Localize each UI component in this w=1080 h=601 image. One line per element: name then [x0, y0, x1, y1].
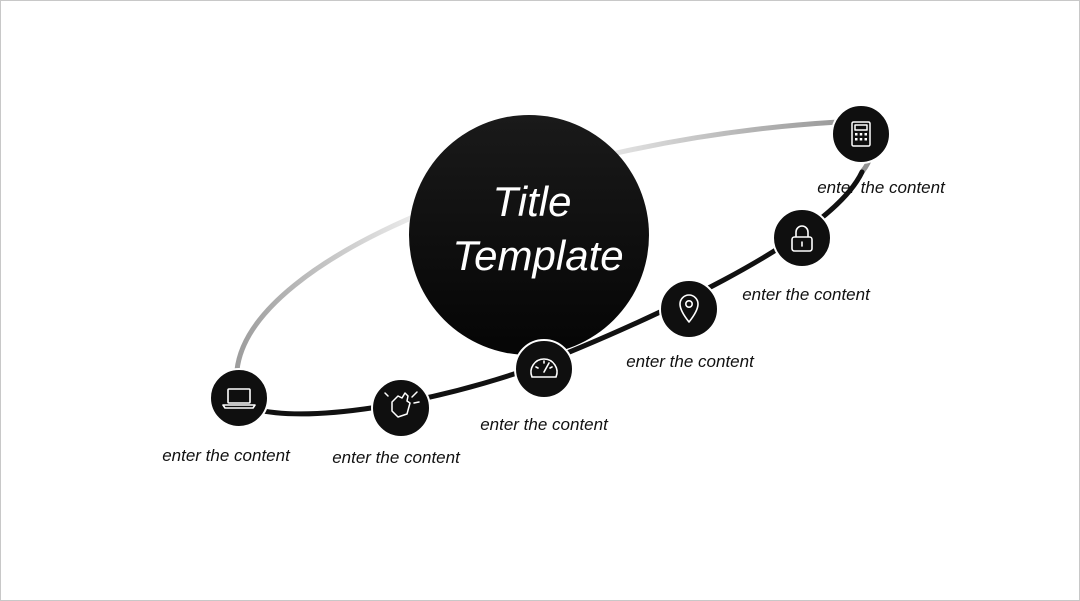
title-circle	[409, 115, 649, 355]
node-label-location: enter the content	[626, 352, 755, 371]
calculator-icon	[851, 121, 871, 147]
node-laptop[interactable]	[209, 368, 269, 428]
lock-icon	[791, 225, 813, 252]
node-label-speedometer: enter the content	[480, 415, 609, 434]
title-line-1: Title	[493, 178, 572, 225]
node-label-calculator: enter the content	[817, 178, 946, 197]
node-label-lock: enter the content	[742, 285, 871, 304]
node-speedometer[interactable]	[514, 339, 574, 399]
node-lock[interactable]	[772, 208, 832, 268]
node-hand[interactable]	[371, 378, 431, 438]
laptop-icon	[222, 388, 256, 409]
location-pin-icon	[679, 294, 699, 323]
speedometer-icon	[530, 358, 558, 378]
hand-icon	[384, 391, 420, 418]
title-line-2: Template	[452, 232, 623, 279]
node-calculator[interactable]	[831, 104, 891, 164]
node-location[interactable]	[659, 279, 719, 339]
node-label-laptop: enter the content	[162, 446, 291, 465]
node-label-hand: enter the content	[332, 448, 461, 467]
